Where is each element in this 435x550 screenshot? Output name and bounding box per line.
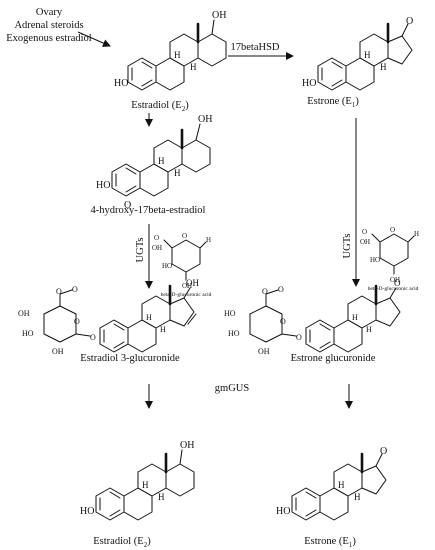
estradiol-bottom-oh: OH: [180, 440, 194, 451]
estrone-bottom-o: O: [380, 446, 387, 457]
glucuronic-right-ho: HO: [370, 256, 380, 264]
source-ovary: Ovary: [36, 7, 63, 18]
estradiol-top-h2: H: [190, 62, 197, 72]
structure-glucuronic-acid-right: O OH O H HO OH: [360, 226, 419, 284]
structure-glucuronic-acid-left: O OH O H HO OH: [152, 232, 211, 290]
e2g-o-carbonyl: O: [56, 287, 62, 296]
structure-estrone-glucuronide: O O HO HO OH O O O H H: [224, 278, 401, 356]
source-adrenal: Adrenal steroids: [14, 20, 83, 31]
hydroxy-oh-bottom: O: [124, 200, 131, 211]
e1g-o-acid: O: [278, 285, 284, 294]
label-estradiol-3-glucuronide: Estradiol 3-glucuronide: [80, 353, 180, 364]
glucuronic-left-o: O: [154, 234, 159, 242]
estrone-bottom-h2: H: [354, 492, 361, 502]
structure-estrone-bottom: O HO H H: [276, 446, 387, 521]
e2g-h1: H: [146, 313, 152, 322]
estrone-top-h1: H: [364, 50, 371, 60]
e1g-o-link: O: [296, 333, 302, 342]
e2g-oh-steroid: OH: [186, 278, 199, 288]
e2g-oh-1: OH: [18, 309, 30, 318]
label-estrone-glucuronide: Estrone glucuronide: [291, 353, 376, 364]
label-4-hydroxy-17beta-estradiol: 4-hydroxy-17beta-estradiol: [91, 205, 206, 216]
e2g-o-link: O: [90, 333, 96, 342]
enzyme-17beta-hsd: 17betaHSD: [231, 42, 280, 53]
e1g-h1: H: [352, 313, 358, 322]
estrone-bottom-ho: HO: [276, 506, 290, 517]
label-estradiol-top: Estradiol (E2): [131, 100, 189, 113]
estradiol-top-h1: H: [174, 50, 181, 60]
enzyme-gmgus: gmGUS: [215, 383, 250, 394]
e2g-ho-2: HO: [22, 329, 34, 338]
e1g-ho-2: HO: [228, 329, 240, 338]
e1g-oh-3: OH: [258, 347, 270, 356]
glucuronic-right-o-ring: O: [390, 226, 395, 234]
glucuronic-left-oh-2: OH: [182, 282, 192, 290]
structure-estradiol-bottom: OH HO H H: [80, 440, 195, 521]
glucuronic-right-h: H: [414, 230, 419, 238]
glucuronic-left-ho: HO: [162, 262, 172, 270]
e2g-o-ring: O: [74, 317, 80, 326]
arrow-sources-to-estradiol: [77, 31, 111, 47]
e2g-oh-3: OH: [52, 347, 64, 356]
structure-estradiol-3-glucuronide: O O OH HO OH O O OH H H: [18, 278, 199, 356]
structure-hydroxy-estradiol: OH HO O H H: [96, 114, 212, 211]
hydroxy-ho-left: HO: [96, 180, 110, 191]
e1g-ho-1: HO: [224, 309, 236, 318]
e1g-o-ring: O: [280, 317, 286, 326]
estrone-bottom-h1: H: [338, 480, 345, 490]
sources-block: Ovary Adrenal steroids Exogenous estradi…: [6, 7, 92, 44]
glucuronic-left-h: H: [206, 236, 211, 244]
estrone-top-ho: HO: [302, 78, 316, 89]
estrone-top-o: O: [406, 16, 413, 27]
e2g-h2: H: [160, 325, 166, 334]
glucuronic-right-oh-2: OH: [390, 276, 400, 284]
estradiol-top-oh: OH: [212, 10, 226, 21]
structure-estrone-top: O HO H H: [302, 16, 413, 91]
label-estrone-bottom: Estrone (E1): [304, 536, 356, 549]
reaction-arrows: [77, 31, 360, 409]
e1g-h2: H: [366, 325, 372, 334]
estrone-top-h2: H: [380, 62, 387, 72]
glucuronic-left-o-ring: O: [182, 232, 187, 240]
hydroxy-h2: H: [174, 168, 181, 178]
estradiol-bottom-h1: H: [142, 480, 149, 490]
structure-estradiol-top: OH HO H H: [114, 10, 227, 91]
label-estrone-top: Estrone (E1): [307, 96, 359, 109]
e1g-o-ketone: O: [394, 278, 401, 288]
enzyme-ugts-right: UGTs: [342, 234, 353, 259]
hydroxy-oh-top: OH: [198, 114, 212, 125]
e2g-o-acid: O: [72, 285, 78, 294]
source-exogenous: Exogenous estradiol: [6, 33, 92, 44]
label-estradiol-bottom: Estradiol (E2): [93, 536, 151, 549]
e1g-o-carbonyl: O: [262, 287, 268, 296]
glucuronic-right-oh-1: OH: [360, 238, 370, 246]
enzyme-ugts-left: UGTs: [135, 238, 146, 263]
estradiol-bottom-h2: H: [158, 492, 165, 502]
hydroxy-h1: H: [158, 156, 165, 166]
glucuronic-right-o: O: [362, 228, 367, 236]
label-glucuronic-acid-right: beta-D-glucuronic acid: [368, 286, 419, 292]
estradiol-bottom-ho: HO: [80, 506, 94, 517]
estradiol-top-ho: HO: [114, 78, 128, 89]
glucuronic-left-oh-1: OH: [152, 244, 162, 252]
